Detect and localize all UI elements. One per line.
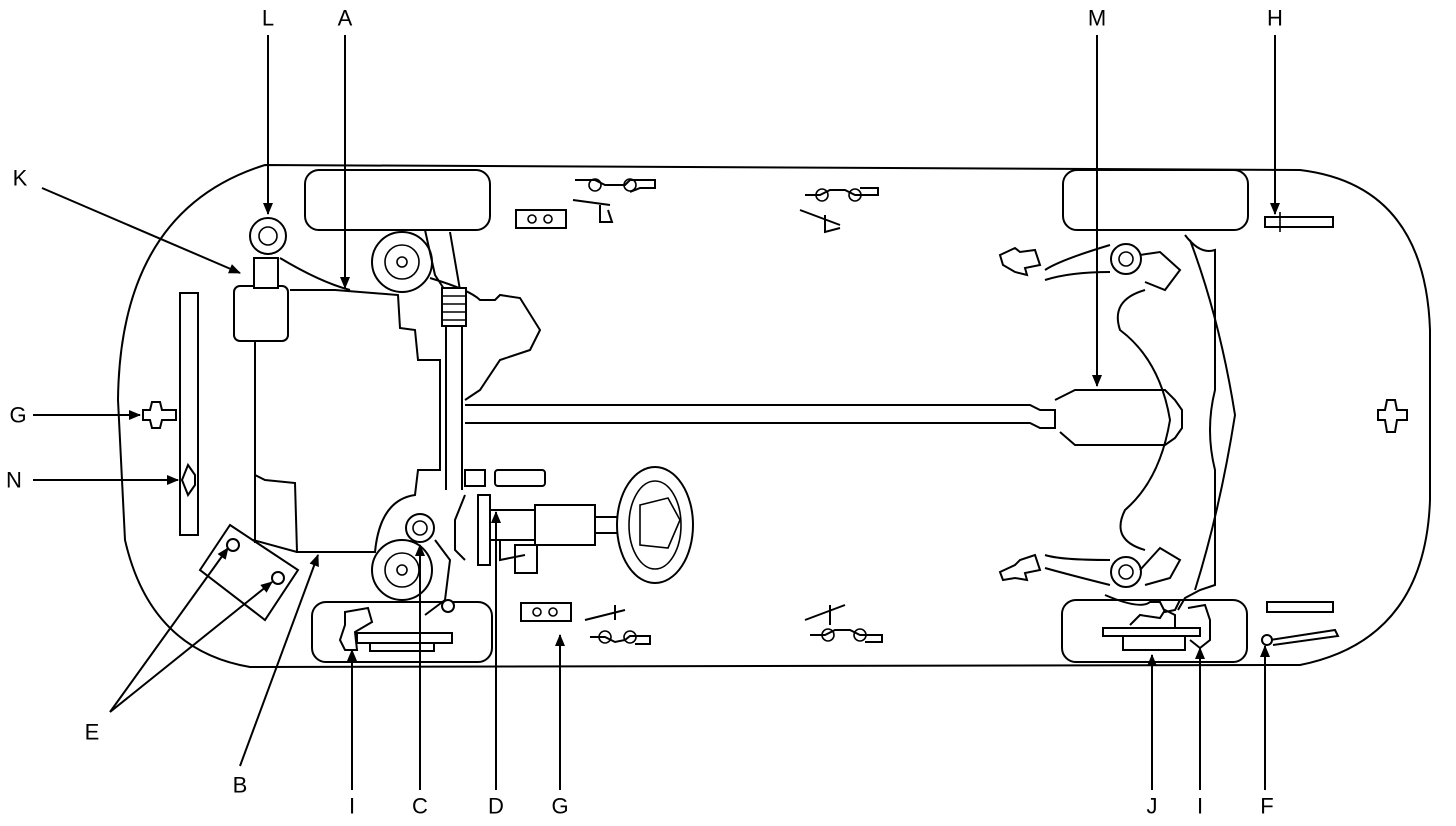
steering-gear-box <box>494 469 546 487</box>
rear-clip <box>1377 399 1408 433</box>
callout-l: L <box>262 6 274 31</box>
rear-differential <box>1054 389 1183 446</box>
callout-i-left: I <box>349 794 355 819</box>
front-brake-caliper <box>338 606 374 651</box>
rear-bushing-lower <box>1110 556 1142 588</box>
underbody-plate <box>198 523 300 622</box>
bracket-bottom-left <box>520 602 572 622</box>
propeller-shaft <box>465 404 1056 429</box>
wheel-rear-left <box>1062 169 1249 231</box>
front-bumper-bar <box>179 292 199 536</box>
callout-e: E <box>85 720 100 745</box>
callout-i-right: I <box>1197 794 1203 819</box>
callout-d: D <box>488 794 504 819</box>
front-strut-upper <box>371 231 433 293</box>
rear-rod-f <box>1269 628 1340 646</box>
car-body-outline <box>116 163 1431 669</box>
coolant-reservoir <box>233 285 289 342</box>
callout-h: H <box>1267 6 1283 31</box>
rear-bushing-upper <box>1110 243 1142 275</box>
front-clip-g <box>142 401 177 429</box>
c-joint <box>405 513 435 543</box>
callout-k: K <box>13 166 28 191</box>
rear-brake-caliper <box>1187 603 1211 650</box>
rear-bracket-h <box>1264 216 1334 228</box>
rear-axle-beam <box>1177 234 1216 611</box>
callout-b: B <box>233 773 248 798</box>
wheel-front-right <box>311 601 493 663</box>
bracket-top-left <box>515 209 567 229</box>
callout-g-bottom: G <box>551 794 568 819</box>
rear-bracket-lower <box>1266 601 1334 613</box>
callout-g-left: G <box>9 403 26 428</box>
callout-f: F <box>1260 794 1273 819</box>
front-clip-n <box>180 462 196 498</box>
clip-bottom-mid <box>810 629 883 643</box>
wheel-front-left <box>304 169 491 231</box>
callout-j: J <box>1147 794 1158 819</box>
callout-c: C <box>412 794 428 819</box>
callout-m: M <box>1088 6 1106 31</box>
filler-cap <box>249 217 287 255</box>
callout-a: A <box>338 6 353 31</box>
engine-block <box>254 289 441 553</box>
callout-n: N <box>6 468 22 493</box>
front-strut-lower <box>371 539 433 601</box>
